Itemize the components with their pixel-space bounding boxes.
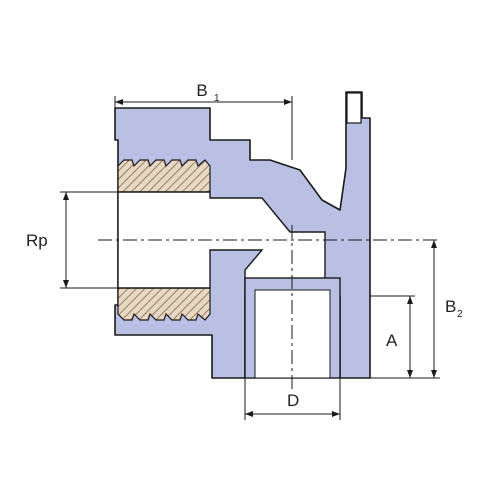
thread-top <box>117 159 211 193</box>
dim-rp-label: Rp <box>26 231 48 250</box>
dim-rp-arrow-bottom <box>63 280 69 288</box>
thread-bottom <box>117 287 211 321</box>
dim-a-arrow-top <box>407 296 413 304</box>
dim-a-arrow-bottom <box>407 370 413 378</box>
dim-a-label: A <box>386 331 398 350</box>
dim-b2-arrow-top <box>431 240 437 248</box>
mounting-tab-top <box>346 92 362 124</box>
dim-d-label: D <box>287 391 299 410</box>
dim-b1-arrow-left <box>115 99 123 105</box>
dim-b2-arrow-bottom <box>431 370 437 378</box>
dim-b1-sub: 1 <box>214 93 220 104</box>
dim-d-arrow-right <box>332 411 340 417</box>
dim-b2-label: B <box>445 297 456 316</box>
dim-b1-arrow-right <box>284 99 292 105</box>
dim-d-arrow-left <box>245 411 253 417</box>
dim-b2-sub: 2 <box>457 309 463 320</box>
dim-b1-label: B <box>196 81 207 100</box>
threaded-insert <box>117 159 211 321</box>
dim-rp-arrow-top <box>63 192 69 200</box>
